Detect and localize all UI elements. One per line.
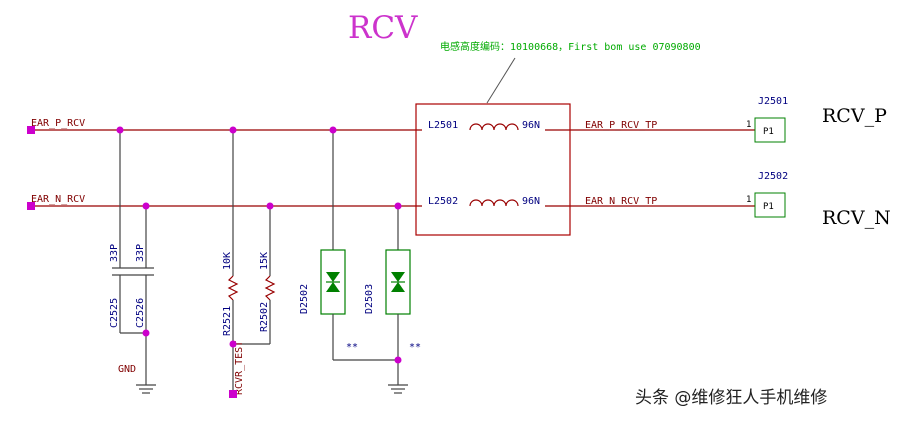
r2521-ref: R2521 <box>222 306 233 336</box>
net-label-ear-n: EAR_N_RCV <box>31 194 85 205</box>
gnd-label: GND <box>118 364 136 375</box>
port-ear-n <box>27 202 35 210</box>
net-label-ear-p-tp: EAR_P_RCV_TP <box>585 120 657 131</box>
schematic-title: RCV <box>348 10 418 46</box>
net-label-ear-n-tp: EAR_N_RCV_TP <box>585 196 657 207</box>
diode-d2502 <box>320 130 398 361</box>
j2502-pin-num: 1 <box>746 195 751 205</box>
r2521-value: 10K <box>222 252 233 270</box>
inductor-box <box>415 103 571 236</box>
j2501-pin: P1 <box>763 127 774 137</box>
port-ear-p <box>27 126 35 134</box>
l2502-ref: L2502 <box>428 196 458 207</box>
junction-dots <box>116 126 402 364</box>
ground-symbol-right <box>388 384 408 394</box>
net-label-ear-p: EAR_P_RCV <box>31 118 85 129</box>
d2502-ref: D2502 <box>299 284 310 314</box>
rcv-n-label: RCV_N <box>822 207 891 229</box>
rcvr-test-label: RCVR_TEST <box>234 341 245 395</box>
c2525-value: 33P <box>109 244 120 262</box>
r2502-value: 15K <box>259 252 270 270</box>
d2502-mark: ** <box>346 342 358 353</box>
j2502-pin: P1 <box>763 202 774 212</box>
inductor-l2502 <box>469 199 519 207</box>
capacitor-c2525 <box>112 130 154 334</box>
port-rcvr-test <box>229 390 237 398</box>
note-leader-line <box>486 57 516 104</box>
watermark: 头条 @维修狂人手机维修 <box>635 388 827 408</box>
l2501-value: 96N <box>522 120 540 131</box>
diode-d2503 <box>385 206 411 385</box>
c2526-ref: C2526 <box>135 298 146 328</box>
j2502-ref: J2502 <box>758 171 788 182</box>
c2526-value: 33P <box>135 244 146 262</box>
ground-symbol-left <box>136 384 156 394</box>
connector-j2501 <box>754 117 786 143</box>
l2502-value: 96N <box>522 196 540 207</box>
connector-j2502 <box>754 192 786 218</box>
j2501-pin-num: 1 <box>746 120 751 130</box>
l2501-ref: L2501 <box>428 120 458 131</box>
r2502-ref: R2502 <box>259 302 270 332</box>
d2503-mark: ** <box>409 342 421 353</box>
inductor-l2501 <box>469 123 519 131</box>
c2525-ref: C2525 <box>109 298 120 328</box>
d2503-ref: D2503 <box>364 284 375 314</box>
inductor-note: 电感高度编码：10100668，First bom use 07090800 <box>440 40 701 53</box>
resistor-r2502 <box>233 206 276 345</box>
rcv-p-label: RCV_P <box>822 105 887 127</box>
j2501-ref: J2501 <box>758 96 788 107</box>
